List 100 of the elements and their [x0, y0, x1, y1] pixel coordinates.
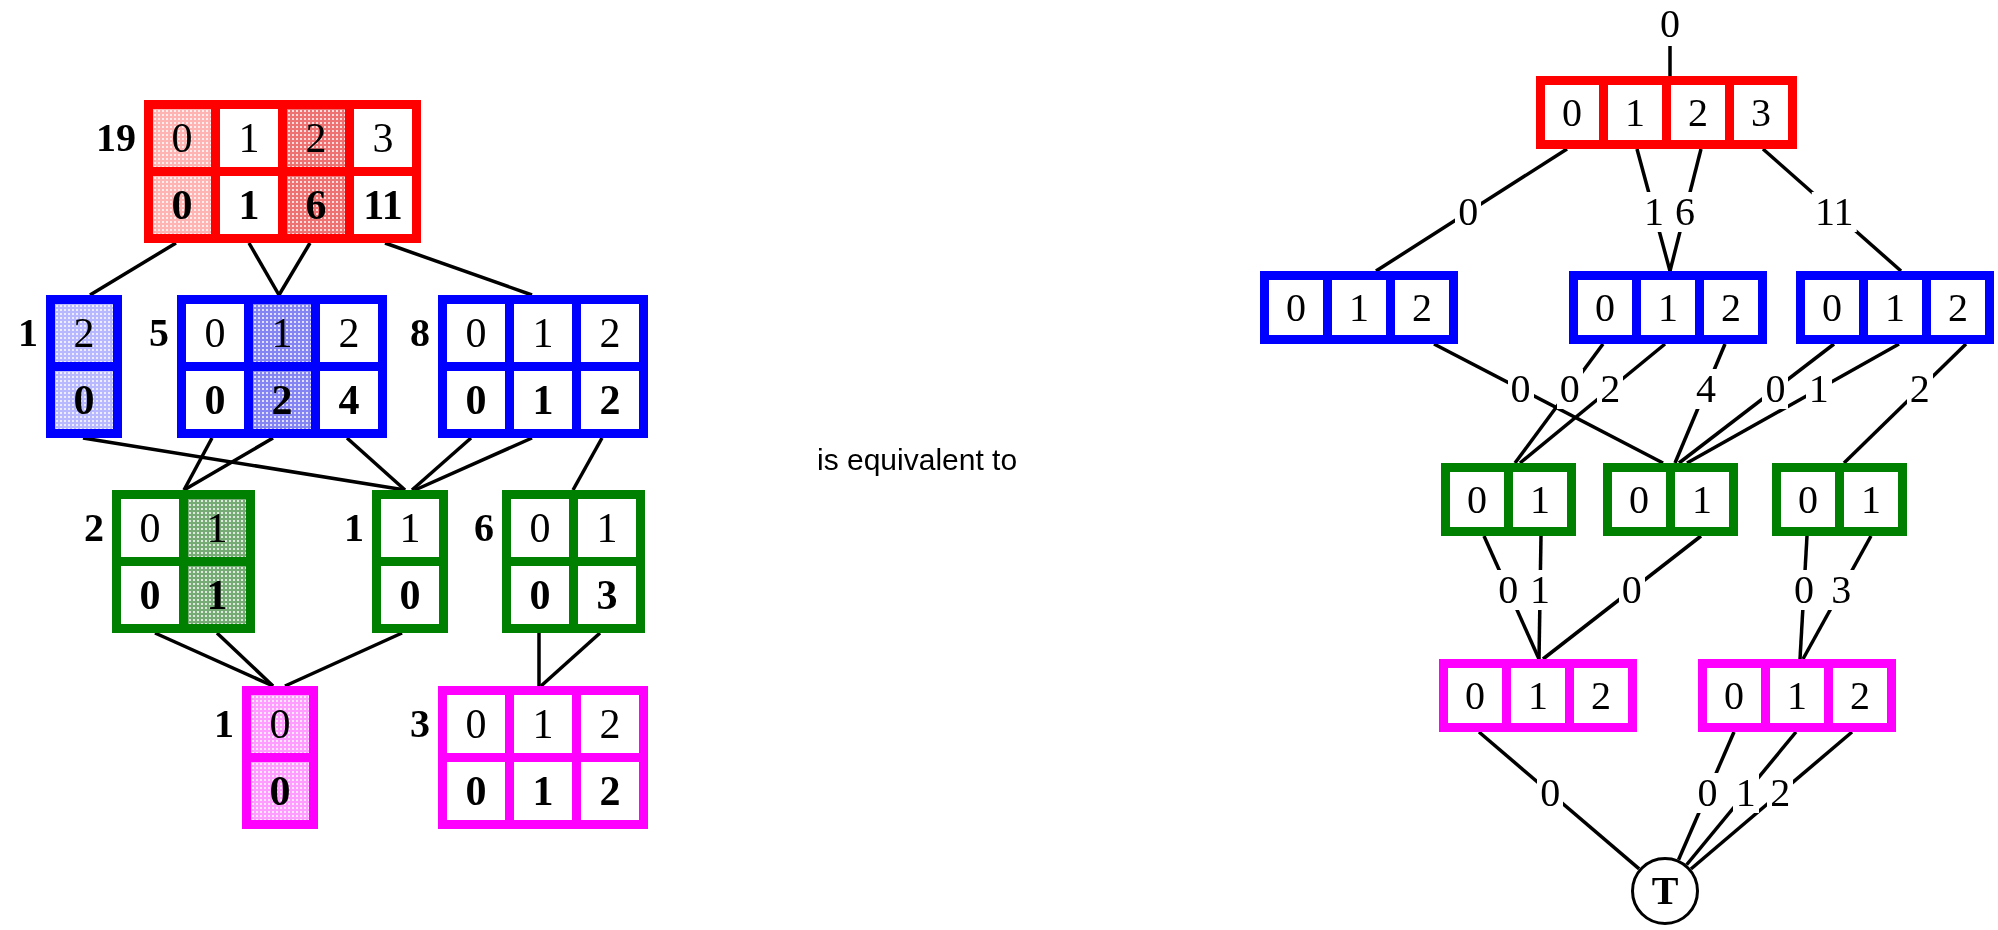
value-cell: 0: [1707, 668, 1761, 723]
edge-label: 1: [1732, 773, 1759, 813]
value-cell: 1: [253, 304, 311, 362]
value-cell: 1: [1511, 668, 1565, 723]
value-grid: [144, 100, 421, 243]
count-label: 6: [474, 508, 494, 548]
connector-line: [89, 241, 177, 297]
value-cell: 1: [514, 304, 572, 362]
value-cell: 1: [1641, 280, 1695, 335]
value-cell: 6: [287, 176, 345, 234]
value-cell: 1: [1675, 472, 1729, 527]
value-cell: 2: [581, 762, 639, 820]
value-cell: 2: [1395, 280, 1449, 335]
value-grid: [502, 490, 645, 633]
value-cell: 0: [1781, 472, 1835, 527]
value-cell: 0: [447, 304, 505, 362]
value-cell: 2: [55, 304, 113, 362]
count-label: 3: [410, 704, 430, 744]
value-grid: [112, 490, 255, 633]
value-grid: [438, 686, 648, 829]
value-grid: [177, 295, 387, 438]
edge-label: 3: [1828, 570, 1855, 610]
value-cell: 4: [320, 371, 378, 429]
value-cell: 2: [287, 109, 345, 167]
value-cell: 1: [514, 371, 572, 429]
equivalence-note: is equivalent to: [817, 443, 1018, 477]
value-cell: 0: [447, 371, 505, 429]
value-cell: 1: [188, 499, 246, 557]
value-grid: [1772, 463, 1907, 536]
edge-label: 0: [1694, 773, 1721, 813]
value-cell: 0: [121, 566, 179, 624]
value-cell: 3: [1734, 85, 1788, 140]
value-grid: [1441, 463, 1576, 536]
count-label: 19: [96, 118, 136, 158]
value-cell: 1: [1770, 668, 1824, 723]
connector-line: [539, 631, 602, 688]
value-cell: 1: [1608, 85, 1662, 140]
value-cell: 2: [1574, 668, 1628, 723]
value-cell: 1: [1844, 472, 1898, 527]
value-cell: 1: [1868, 280, 1922, 335]
value-cell: 0: [186, 371, 244, 429]
connector-line: [414, 436, 533, 492]
value-cell: 2: [1671, 85, 1725, 140]
value-grid: [1569, 271, 1767, 344]
connector-line: [183, 436, 274, 492]
value-cell: 1: [1332, 280, 1386, 335]
count-label: 1: [214, 704, 234, 744]
value-cell: 0: [447, 695, 505, 753]
value-cell: 2: [1931, 280, 1985, 335]
value-cell: 0: [381, 566, 439, 624]
value-cell: 0: [1612, 472, 1666, 527]
connector-line: [277, 242, 312, 296]
connector-line: [247, 242, 281, 296]
connector-line: [182, 437, 214, 491]
connector-line: [410, 436, 473, 492]
value-grid: [372, 490, 448, 633]
value-cell: 0: [251, 695, 309, 753]
value-cell: 0: [1450, 472, 1504, 527]
edge-label: 11: [1812, 192, 1857, 232]
value-cell: 2: [581, 695, 639, 753]
value-grid: [1536, 76, 1797, 149]
value-cell: 0: [251, 762, 309, 820]
root-label: 0: [1652, 2, 1688, 46]
count-label: 8: [410, 313, 430, 353]
value-cell: 2: [1833, 668, 1887, 723]
value-grid: [1439, 659, 1637, 732]
value-cell: 0: [1805, 280, 1859, 335]
value-grid: [1698, 659, 1896, 732]
value-grid: [438, 295, 648, 438]
value-cell: 1: [220, 176, 278, 234]
connector-line: [345, 436, 407, 492]
value-cell: 0: [153, 176, 211, 234]
value-cell: 3: [354, 109, 412, 167]
edge-label: 4: [1693, 369, 1720, 409]
value-cell: 0: [153, 109, 211, 167]
value-grid: [1796, 271, 1994, 344]
connector-line: [1375, 147, 1568, 273]
connector-line: [284, 631, 403, 688]
value-cell: 2: [581, 304, 639, 362]
value-cell: 1: [381, 499, 439, 557]
edge-label: 0: [1556, 369, 1583, 409]
value-grid: [242, 686, 318, 829]
connector-line: [1433, 342, 1664, 465]
value-cell: 1: [514, 695, 572, 753]
value-cell: 0: [186, 304, 244, 362]
value-cell: 1: [188, 566, 246, 624]
count-label: 1: [344, 508, 364, 548]
value-cell: 2: [1704, 280, 1758, 335]
count-label: 2: [84, 508, 104, 548]
value-cell: 0: [1578, 280, 1632, 335]
value-cell: 0: [511, 499, 569, 557]
value-cell: 0: [1545, 85, 1599, 140]
connector-line: [215, 631, 275, 688]
value-cell: 0: [55, 371, 113, 429]
connector-line: [571, 437, 604, 491]
value-grid: [46, 295, 122, 438]
value-cell: 1: [514, 762, 572, 820]
value-cell: 1: [1513, 472, 1567, 527]
edge-label: 0: [1495, 570, 1522, 610]
value-cell: 0: [1448, 668, 1502, 723]
